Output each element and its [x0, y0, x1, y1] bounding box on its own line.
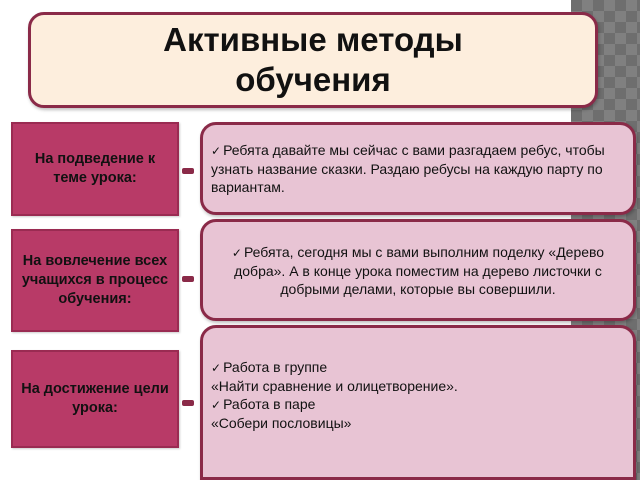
checkmark-icon: ✓	[211, 398, 222, 412]
content-box-introduction: ✓Ребята давайте мы сейчас с вами разгада…	[200, 122, 636, 215]
label-text: На подведение к теме урока:	[34, 151, 156, 186]
bullet-text: Ребята, сегодня мы с вами выполним подел…	[234, 243, 605, 297]
bullet-line: «Собери пословицы»	[211, 414, 458, 432]
checkmark-icon: ✓	[211, 361, 222, 375]
checkmark-icon: ✓	[211, 144, 222, 158]
bullet-line: ✓Работа в паре	[211, 395, 458, 414]
arrow-right-icon	[182, 276, 194, 282]
title-box: Активные методы обучения	[28, 12, 598, 108]
bullet-text: Работа в паре	[223, 396, 316, 412]
content-text: ✓Ребята, сегодня мы с вами выполним поде…	[203, 243, 633, 298]
label-box-introduction: На подведение к теме урока:	[11, 122, 179, 216]
bullet-text: «Найти сравнение и олицетворение».	[211, 378, 458, 394]
content-text: ✓Ребята давайте мы сейчас с вами разгада…	[203, 141, 633, 196]
label-text: На достижение цели урока:	[21, 381, 169, 416]
content-box-engagement: ✓Ребята, сегодня мы с вами выполним поде…	[200, 219, 636, 321]
content-box-goal: ✓Работа в группе «Найти сравнение и олиц…	[200, 325, 636, 480]
bullet-text: Работа в группе	[223, 359, 328, 375]
bullet-text: Ребята давайте мы сейчас с вами разгадае…	[211, 142, 605, 195]
label-text: На вовлечение всех учащихся в процесс об…	[21, 253, 169, 307]
slide-title: Активные методы обучения	[163, 21, 463, 98]
label-box-engagement: На вовлечение всех учащихся в процесс об…	[11, 229, 179, 332]
bullet-line: ✓Работа в группе	[211, 358, 458, 377]
bullet-text: «Собери пословицы»	[211, 415, 352, 431]
bullet-line: «Найти сравнение и олицетворение».	[211, 377, 458, 395]
arrow-right-icon	[182, 400, 194, 406]
content-text: ✓Работа в группе «Найти сравнение и олиц…	[203, 358, 466, 432]
checkmark-icon: ✓	[231, 245, 242, 260]
label-box-goal: На достижение цели урока:	[11, 350, 179, 448]
arrow-right-icon	[182, 168, 194, 174]
